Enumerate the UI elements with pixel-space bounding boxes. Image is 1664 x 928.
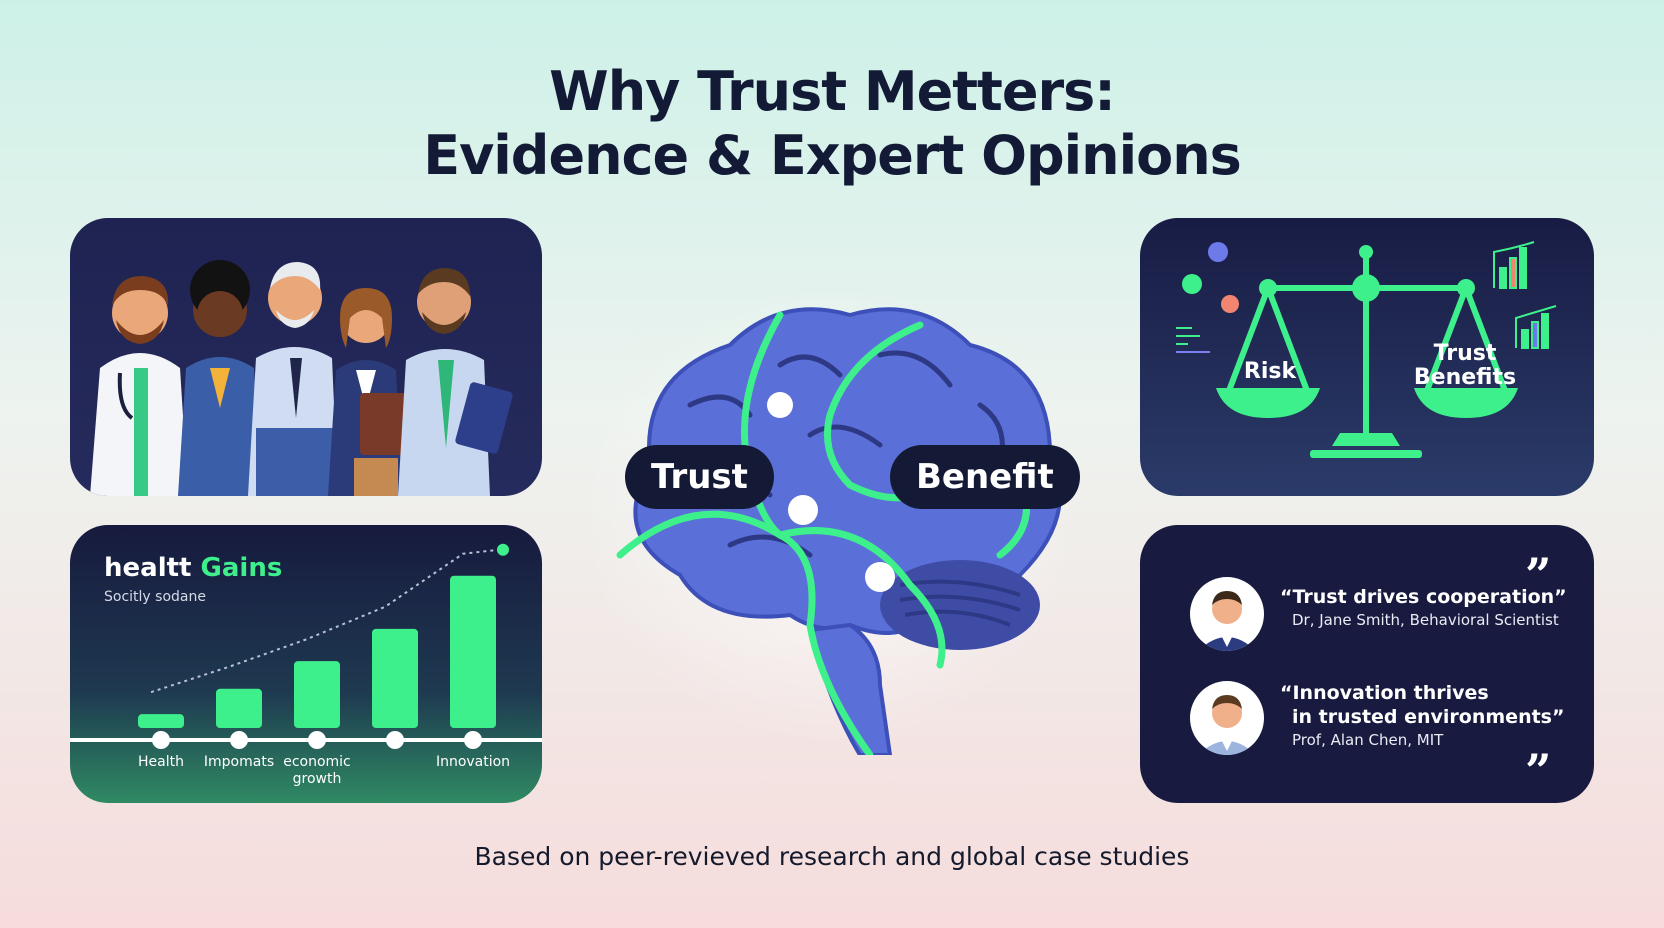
brain-icon bbox=[580, 285, 1080, 755]
page-title: Why Trust Metters: Evidence & Expert Opi… bbox=[0, 60, 1664, 188]
brain-tag-trust: Trust bbox=[625, 445, 774, 509]
chart-tick-label: Impomats bbox=[189, 754, 289, 771]
chart-tick-label-line-1: Innovation bbox=[435, 754, 511, 770]
title-line-1: Why Trust Metters: bbox=[549, 60, 1116, 123]
chart-axis-dot bbox=[152, 731, 170, 749]
mini-list-icon bbox=[1176, 327, 1200, 345]
bar-chart bbox=[70, 543, 542, 749]
balance-scale-icon bbox=[1176, 241, 1557, 458]
chart-title-accent: Gains bbox=[200, 553, 283, 583]
chart-tick-label-line-1: Health bbox=[138, 754, 184, 770]
doctor-figure bbox=[90, 276, 188, 496]
chart-trend-end-dot bbox=[497, 543, 509, 556]
chart-tick-label-line-1: economic bbox=[283, 754, 351, 770]
chart-bar bbox=[294, 661, 340, 728]
quote-2-text-line-2: in trusted environments” bbox=[1292, 706, 1565, 728]
chart-bar bbox=[216, 688, 262, 728]
expert-quotes-card: ” “Trust drives cooperation” Dr, Jane Sm… bbox=[1140, 525, 1594, 803]
scale-label-trust-benefits: Trust Benefits bbox=[1410, 342, 1520, 390]
health-gains-chart-card: healtt Gains Socitly sodane Health Impoma… bbox=[70, 525, 542, 803]
quote-1-text: “Trust drives cooperation” bbox=[1280, 586, 1567, 608]
chart-bar bbox=[450, 575, 496, 728]
brain-tag-benefit: Benefit bbox=[890, 445, 1080, 509]
quote-1: “Trust drives cooperation” Dr, Jane Smit… bbox=[1280, 585, 1567, 629]
quote-2-author: Prof, Alan Chen, MIT bbox=[1292, 731, 1444, 749]
risk-benefit-scale-card: Risk Trust Benefits bbox=[1140, 218, 1594, 496]
quote-2-text-line-1: “Innovation thrives bbox=[1280, 682, 1489, 704]
chart-tick-label-line-2: growth bbox=[292, 771, 342, 787]
woman-folder-figure bbox=[328, 288, 416, 496]
chart-bar bbox=[372, 628, 418, 728]
quote-2: “Innovation thrives in trusted environme… bbox=[1280, 681, 1564, 749]
quote-mark-icon: ” bbox=[1525, 548, 1552, 602]
title-line-2: Evidence & Expert Opinions bbox=[423, 124, 1242, 187]
older-man-figure bbox=[248, 262, 338, 496]
woman-figure bbox=[178, 260, 260, 496]
chart-axis-dot bbox=[386, 731, 404, 749]
chart-title: healtt Gains bbox=[104, 553, 282, 583]
chart-bar bbox=[138, 714, 184, 728]
footer-note: Based on peer-revieved research and glob… bbox=[474, 842, 1190, 871]
team-card bbox=[70, 218, 542, 496]
person-avatar-icon bbox=[1190, 577, 1264, 651]
mini-bar-chart-icon bbox=[1493, 241, 1557, 349]
quote-mark-icon: ” bbox=[1525, 744, 1552, 798]
scale-label-line-1: Trust bbox=[1433, 341, 1497, 366]
chart-tick-label: Innovation bbox=[423, 754, 523, 771]
scale-label-risk: Risk bbox=[1243, 359, 1297, 384]
professionals-group-illustration bbox=[90, 260, 513, 496]
chart-axis-dot bbox=[230, 731, 248, 749]
chart-axis-dot bbox=[464, 731, 482, 749]
scale-label-line-2: Benefits bbox=[1413, 365, 1517, 390]
chart-tick-label-line-1: Impomats bbox=[203, 754, 275, 770]
chart-axis-dot bbox=[308, 731, 326, 749]
chart-tick-label: Health bbox=[111, 754, 211, 771]
quote-1-author: Dr, Jane Smith, Behavioral Scientist bbox=[1292, 611, 1559, 629]
chart-title-white: healtt bbox=[104, 553, 192, 583]
man-tablet-figure bbox=[398, 268, 513, 496]
person-avatar-icon bbox=[1190, 681, 1264, 755]
chart-subtitle: Socitly sodane bbox=[104, 589, 206, 605]
